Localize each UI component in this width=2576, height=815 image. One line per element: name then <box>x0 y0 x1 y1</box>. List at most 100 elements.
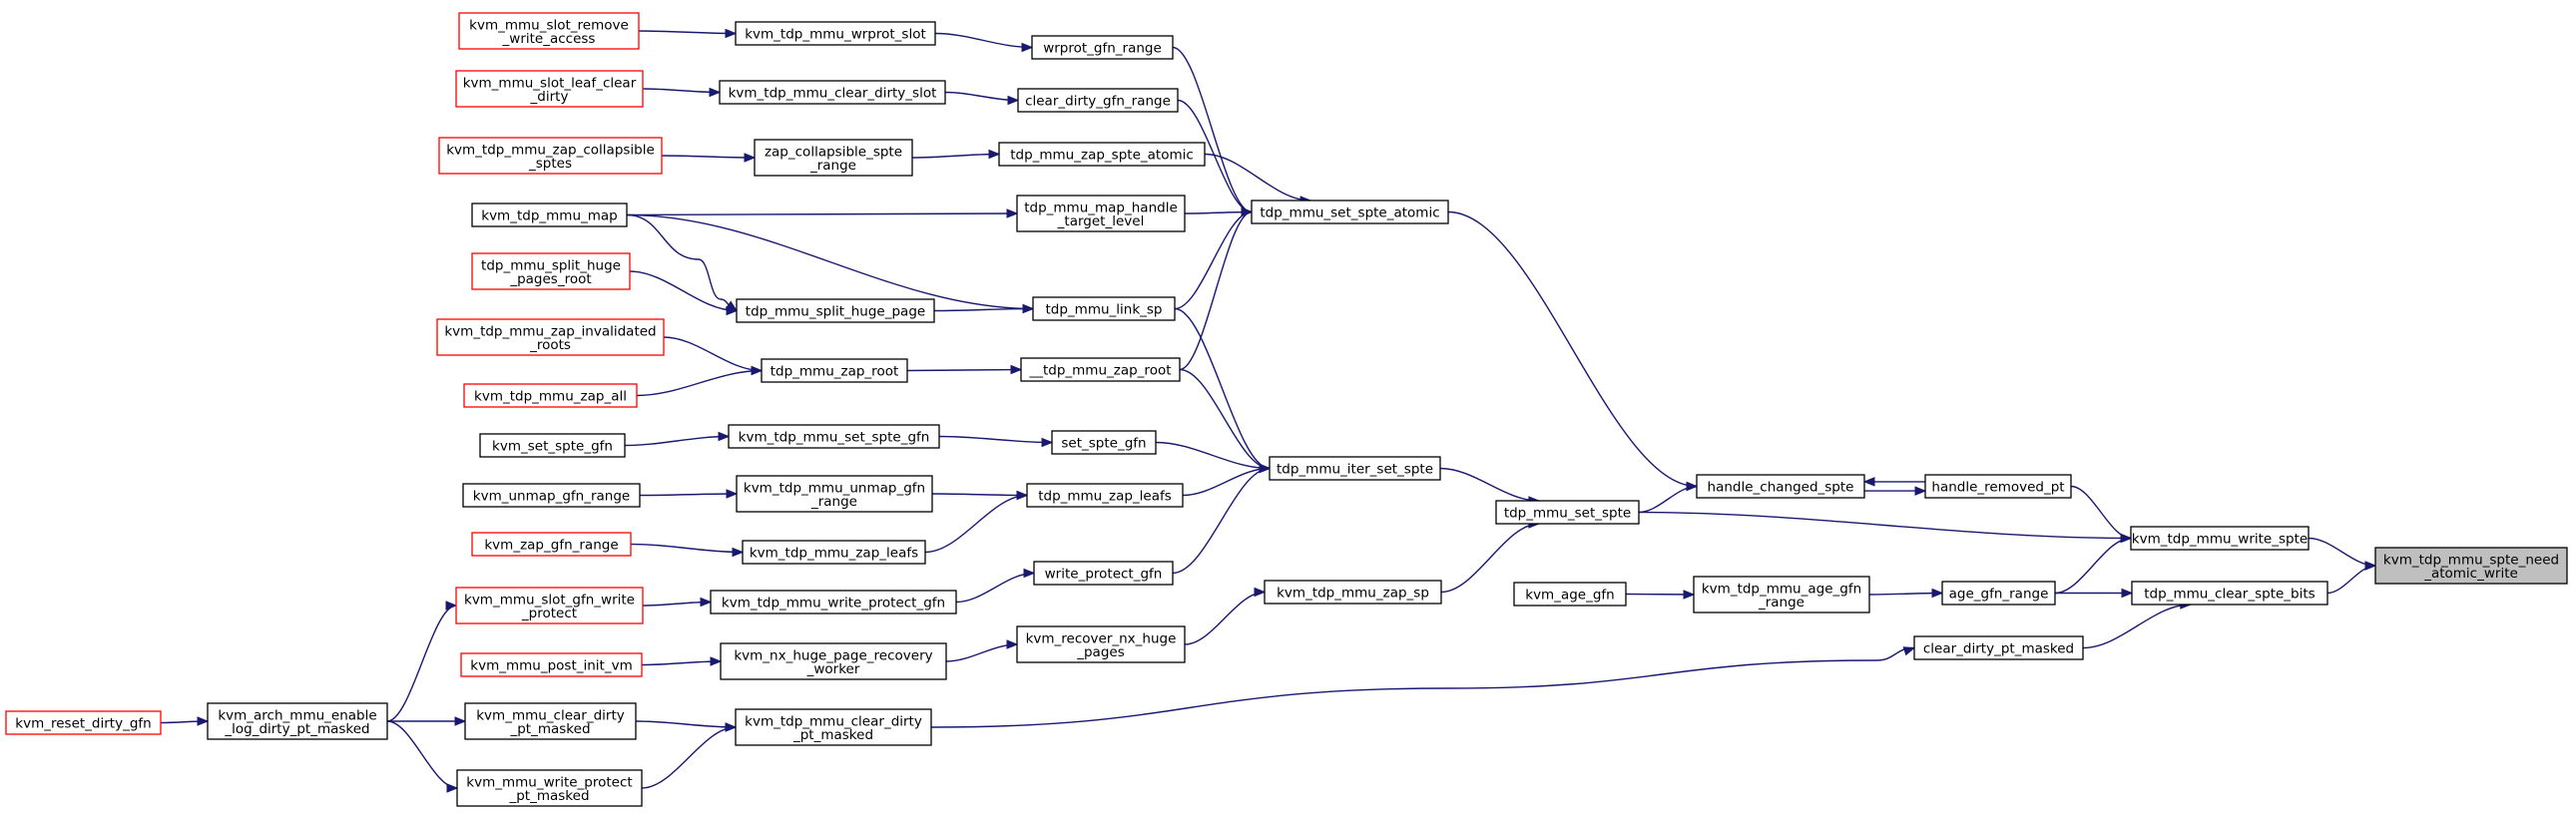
function-node[interactable]: kvm_tdp_mmu_map <box>471 203 628 227</box>
call-edge <box>624 431 731 447</box>
edge-line <box>1439 467 1539 502</box>
node-label: tdp_mmu_zap_leafs <box>1038 489 1172 505</box>
function-node[interactable]: kvm_tdp_mmu_set_spte_gfn <box>728 424 940 449</box>
call-edge <box>2055 588 2134 599</box>
node-label: kvm_mmu_clear_dirty <box>476 707 625 723</box>
edge-line <box>1177 99 1253 213</box>
edge-line <box>636 369 763 397</box>
node-box <box>1016 195 1186 232</box>
edge-line <box>934 32 1033 49</box>
node-box <box>719 80 946 105</box>
node-box <box>761 358 908 383</box>
function-node[interactable]: kvm_recover_nx_huge_pages <box>1016 625 1186 663</box>
function-node[interactable]: tdp_mmu_zap_leafs <box>1026 483 1184 508</box>
call-edge <box>626 213 739 312</box>
node-box <box>1941 581 2056 606</box>
node-box <box>1251 200 1449 224</box>
function-node[interactable]: kvm_mmu_write_protect_pt_masked <box>456 769 643 807</box>
function-node[interactable]: tdp_mmu_split_huge_page <box>736 298 935 323</box>
edge-line <box>629 270 738 312</box>
function-node[interactable]: kvm_tdp_mmu_age_gfn_range <box>1693 576 1870 613</box>
function-node[interactable]: handle_changed_spte <box>1696 474 1865 499</box>
call-edge <box>2054 533 2133 595</box>
function-node[interactable]: kvm_tdp_mmu_spte_need_atomic_write <box>2374 547 2568 585</box>
function-node[interactable]: tdp_mmu_set_spte <box>1495 500 1640 525</box>
function-node[interactable]: clear_dirty_gfn_range <box>1017 88 1179 113</box>
call-edge <box>642 87 722 98</box>
edge-arrowhead <box>2121 588 2134 599</box>
node-label: kvm_tdp_mmu_write_spte <box>2132 532 2308 548</box>
function-node[interactable]: kvm_tdp_mmu_unmap_gfn_range <box>736 475 933 513</box>
edge-arrowhead <box>718 431 731 442</box>
function-node[interactable]: kvm_mmu_clear_dirty_pt_masked <box>464 702 637 740</box>
function-node[interactable]: __tdp_mmu_zap_root <box>1020 357 1181 382</box>
function-node[interactable]: wrprot_gfn_range <box>1031 35 1174 60</box>
function-node[interactable]: tdp_mmu_link_sp <box>1032 296 1176 321</box>
edge-line <box>933 307 1034 312</box>
function-node[interactable]: kvm_tdp_mmu_clear_dirty_pt_masked <box>735 708 932 746</box>
function-node[interactable]: tdp_mmu_clear_spte_bits <box>2131 581 2328 606</box>
function-node[interactable]: kvm_tdp_mmu_wrprot_slot <box>735 21 936 46</box>
node-label: kvm_tdp_mmu_unmap_gfn <box>744 480 925 496</box>
function-node[interactable]: kvm_mmu_post_init_vm <box>460 652 643 677</box>
function-node[interactable]: kvm_mmu_slot_remove_write_access <box>458 12 640 50</box>
function-node[interactable]: tdp_mmu_set_spte_atomic <box>1251 200 1449 224</box>
function-node[interactable]: kvm_unmap_gfn_range <box>462 483 641 508</box>
node-label: kvm_mmu_slot_leaf_clear <box>463 75 637 91</box>
edge-arrowhead <box>197 716 210 726</box>
function-node[interactable]: kvm_tdp_mmu_zap_all <box>463 383 638 408</box>
node-box <box>1016 625 1186 663</box>
call-edge <box>938 435 1054 448</box>
node-label: _sptes <box>528 156 572 172</box>
function-node[interactable]: clear_dirty_pt_masked <box>1913 635 2084 660</box>
function-node[interactable]: kvm_arch_mmu_enable_log_dirty_pt_masked <box>207 702 388 740</box>
call-edge <box>641 656 723 666</box>
call-edge <box>1172 463 1272 575</box>
edge-arrowhead <box>1023 568 1036 579</box>
call-edge <box>386 601 458 722</box>
edge-arrowhead <box>1862 477 1875 487</box>
function-node[interactable]: age_gfn_range <box>1941 581 2056 606</box>
function-node[interactable]: tdp_mmu_zap_root <box>761 358 908 383</box>
function-node[interactable]: tdp_mmu_iter_set_spte <box>1269 456 1441 481</box>
function-node[interactable]: kvm_age_gfn <box>1513 582 1627 607</box>
function-node[interactable]: zap_collapsible_spte_range <box>754 139 913 177</box>
function-node[interactable]: kvm_tdp_mmu_zap_collapsible_sptes <box>438 137 663 175</box>
edge-line <box>2082 604 2191 649</box>
function-node[interactable]: kvm_tdp_mmu_zap_leafs <box>742 540 926 565</box>
function-node[interactable]: set_spte_gfn <box>1051 430 1157 455</box>
function-node[interactable]: kvm_tdp_mmu_clear_dirty_slot <box>719 80 946 105</box>
function-node[interactable]: kvm_mmu_slot_leaf_clear_dirty <box>455 70 644 108</box>
edge-line <box>630 543 744 554</box>
function-node[interactable]: tdp_mmu_map_handle_target_level <box>1016 195 1186 232</box>
call-edge <box>1179 368 1272 474</box>
function-node[interactable]: tdp_mmu_zap_spte_atomic <box>998 142 1206 167</box>
node-label: write_protect_gfn <box>1045 567 1163 583</box>
node-box <box>736 298 935 323</box>
edge-line <box>931 493 1028 497</box>
call-edge <box>638 28 738 39</box>
function-node[interactable]: kvm_nx_huge_page_recovery_worker <box>720 642 947 680</box>
function-node[interactable]: tdp_mmu_split_huge_pages_root <box>471 252 631 290</box>
call-edge <box>386 720 459 793</box>
function-node[interactable]: kvm_mmu_slot_gfn_write_protect <box>455 587 644 624</box>
node-box <box>1264 580 1442 605</box>
function-node[interactable]: kvm_tdp_mmu_zap_sp <box>1264 580 1442 605</box>
function-node[interactable]: handle_removed_pt <box>1924 474 2072 499</box>
function-node[interactable]: kvm_tdp_mmu_zap_invalidated_roots <box>436 318 665 356</box>
call-edge <box>630 543 745 558</box>
node-label: _pt_masked <box>508 788 589 804</box>
function-node[interactable]: kvm_reset_dirty_gfn <box>5 710 162 735</box>
node-box <box>456 769 643 807</box>
node-label: kvm_mmu_write_protect <box>466 774 632 790</box>
function-node[interactable]: kvm_zap_gfn_range <box>471 532 632 557</box>
call-edge <box>924 490 1029 554</box>
edge-arrowhead <box>1006 639 1019 649</box>
function-node[interactable]: kvm_tdp_mmu_write_protect_gfn <box>710 590 957 614</box>
node-box <box>1032 296 1176 321</box>
node-box <box>460 652 643 677</box>
function-node[interactable]: kvm_tdp_mmu_write_spte <box>2130 526 2310 551</box>
function-node[interactable]: write_protect_gfn <box>1033 561 1174 586</box>
node-box <box>1693 576 1870 613</box>
function-node[interactable]: kvm_set_spte_gfn <box>479 433 626 458</box>
